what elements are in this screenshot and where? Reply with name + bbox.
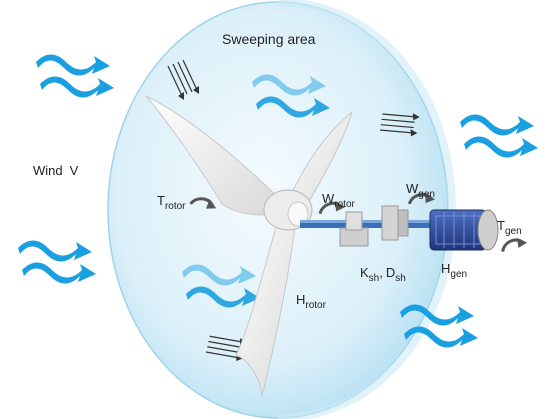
h-rotor-label: Hrotor xyxy=(296,292,327,311)
t-rotor-label: Trotor xyxy=(157,193,186,212)
w-gen-label: Wgen xyxy=(406,181,435,200)
wind-arrow-icon xyxy=(36,55,114,98)
h-gen-label: Hgen xyxy=(441,261,467,280)
sweeping-area-label: Sweeping area xyxy=(222,31,316,47)
t-gen-label: Tgen xyxy=(497,218,522,237)
w-rotor-label: Wrotor xyxy=(322,191,356,210)
turbine-blades xyxy=(145,95,353,397)
generator-icon xyxy=(429,209,499,251)
wind-arrow-icon xyxy=(460,115,538,158)
wind-arrow-icon xyxy=(18,241,96,284)
gearbox-icon xyxy=(339,205,409,247)
shaft-parameters-label: Ksh,Dsh xyxy=(360,265,406,284)
drive-shaft xyxy=(300,220,430,228)
rotation-arrow-icon xyxy=(498,233,530,255)
